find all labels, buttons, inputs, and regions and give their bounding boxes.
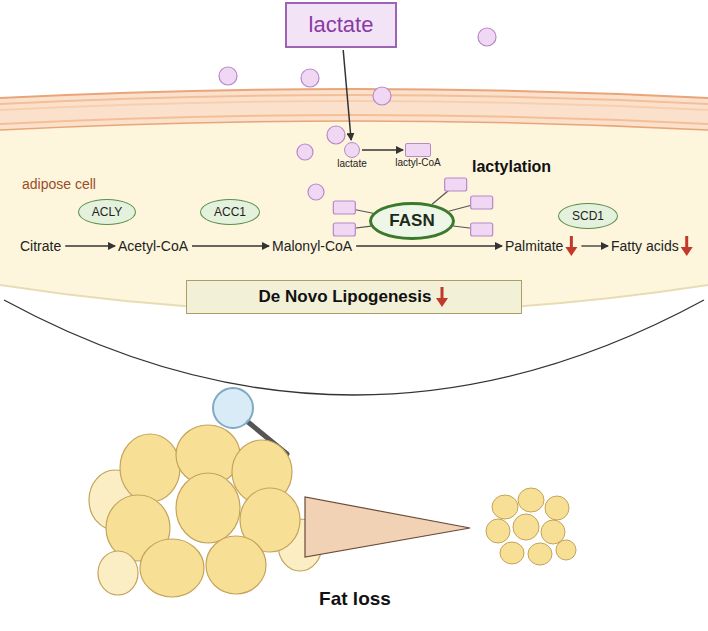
fat-reduction-wedge (305, 497, 470, 557)
cell-membrane (0, 89, 708, 130)
decrease-arrow (570, 236, 573, 248)
small-fat-cells (528, 543, 552, 565)
node-text: SCD1 (572, 209, 604, 223)
enzyme-oval: ACC1 (200, 199, 260, 225)
small-fat-cells (486, 488, 576, 565)
small-fat-cells (556, 540, 576, 560)
small-fat-cells (492, 495, 518, 519)
metabolite-label: Malonyl-CoA (272, 238, 352, 254)
cell-membrane (0, 89, 708, 130)
lactate-molecules (373, 87, 391, 105)
lactate-box: lactate (285, 2, 398, 48)
pathway-arrow (356, 245, 502, 246)
small-fat-cells (541, 520, 565, 544)
pathway-arrow (192, 245, 269, 246)
lactyl-group (471, 223, 493, 236)
arrow-connector (343, 50, 351, 140)
region-label: adipose cell (22, 176, 96, 192)
metabolite-label: Citrate (20, 238, 61, 254)
decrease-arrow (685, 236, 688, 248)
large-fat-cells (98, 551, 138, 595)
node-text: lactate (337, 158, 366, 169)
large-fat-cells (89, 425, 322, 597)
lactyl-group (445, 178, 467, 191)
process-label: lactylation (472, 158, 551, 176)
fat-reduction-wedge (305, 497, 470, 557)
large-fat-cells (206, 536, 266, 594)
lactate-molecules (301, 69, 319, 87)
lactate-molecules (219, 28, 496, 200)
lactyl-group (471, 196, 493, 209)
title-label: Fat loss (319, 588, 391, 610)
small-fat-cells (500, 542, 524, 564)
node-text: ACLY (92, 205, 122, 219)
small-fat-cells (518, 488, 544, 512)
pathway-arrow (581, 245, 608, 246)
arrow-connector (362, 149, 403, 151)
lactate-molecules (308, 184, 324, 200)
decrease-arrow (435, 286, 449, 308)
lactate-molecule: lactate (337, 142, 366, 169)
molecule-circle (344, 142, 360, 158)
small-fat-cells (486, 519, 510, 543)
node-text: FASN (389, 211, 434, 230)
lactyl-group (333, 201, 355, 214)
adipose-cell (4, 300, 704, 395)
molecule-box (405, 143, 431, 157)
adipose-cell (0, 119, 708, 395)
cell-membrane (0, 95, 708, 104)
lactate-molecules (327, 126, 345, 144)
node-text: ACC1 (214, 205, 246, 219)
enzyme-oval: SCD1 (558, 203, 618, 229)
large-fat-cells (120, 434, 180, 502)
magnifier (213, 388, 253, 428)
lactate-molecules (219, 67, 237, 85)
enzyme-oval: ACLY (78, 199, 136, 225)
large-fat-cells (140, 539, 204, 597)
process-box: De Novo Lipogenesis (186, 280, 522, 314)
decrease-arrow (681, 247, 693, 256)
metabolite-label: Palmitate (505, 238, 563, 254)
pathway-arrow (65, 245, 115, 246)
node-text: lactyl-CoA (395, 157, 441, 168)
cell-membrane (0, 115, 708, 124)
cell-membrane (0, 101, 708, 110)
lactyl-group (333, 223, 355, 236)
metabolite-label: Acetyl-CoA (118, 238, 188, 254)
large-fat-cells (176, 473, 240, 543)
node-text: lactate (309, 12, 374, 37)
fasn-oval: FASN (369, 202, 454, 240)
lactyl-coa-box: lactyl-CoA (395, 143, 441, 168)
small-fat-cells (545, 496, 569, 520)
lactate-molecules (297, 144, 313, 160)
lactate-molecules (478, 28, 496, 46)
decrease-arrow (565, 247, 577, 256)
node-text: De Novo Lipogenesis (259, 287, 432, 307)
cell-membrane (0, 89, 708, 98)
metabolite-label: Fatty acids (611, 238, 679, 254)
small-fat-cells (513, 514, 539, 540)
cell-membrane (0, 121, 708, 130)
